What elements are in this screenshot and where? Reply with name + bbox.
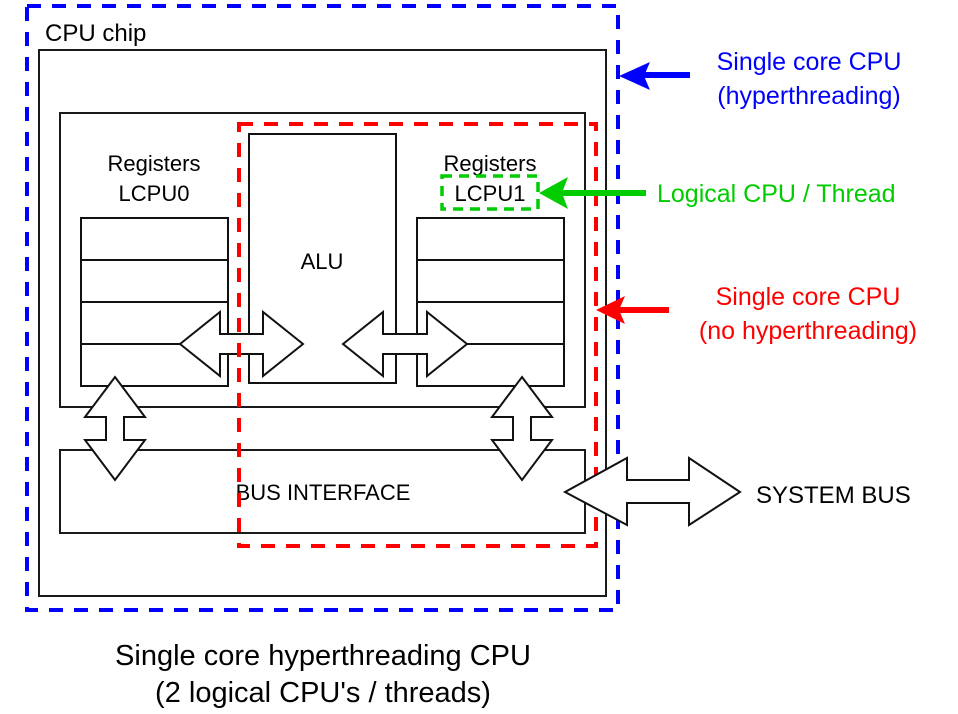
- reg0-alu-arrow: [178, 309, 305, 379]
- caption-line1: Single core hyperthreading CPU: [115, 640, 531, 672]
- system-bus-label: SYSTEM BUS: [756, 482, 911, 509]
- bus-interface-label: BUS INTERFACE: [236, 480, 411, 505]
- reg0-bus-arrow: [83, 375, 147, 482]
- lcpu0-label: LCPU0: [119, 181, 190, 206]
- alu-label: ALU: [301, 249, 344, 274]
- logical-cpu-annotation: Logical CPU / Thread: [657, 180, 896, 208]
- no-hyperthreading-annotation-line1: Single core CPU: [716, 283, 901, 311]
- hyperthreading-pointer-arrow: [619, 62, 690, 90]
- lcpu1-label: LCPU1: [455, 181, 526, 206]
- alu-reg1-arrow: [341, 309, 469, 379]
- hyperthreading-annotation-line1: Single core CPU: [717, 48, 902, 76]
- no-hyperthreading-pointer-arrow: [596, 296, 669, 324]
- bus-interface-box: [59, 449, 586, 534]
- core-box: [59, 112, 586, 408]
- cpu-chip-label: CPU chip: [45, 20, 146, 47]
- cpu-chip-box: [38, 49, 607, 597]
- hyperthreading-core-boundary: [25, 4, 620, 612]
- system-bus-arrow: [562, 456, 742, 527]
- registers-lcpu0-label: Registers: [108, 151, 201, 176]
- logical-cpu-pointer-arrow: [539, 177, 646, 209]
- no-hyperthreading-core-boundary: [237, 122, 598, 548]
- caption-line2: (2 logical CPU's / threads): [155, 677, 491, 709]
- logical-cpu-highlight: [440, 174, 540, 211]
- registers-lcpu1-label: Registers: [444, 151, 537, 176]
- no-hyperthreading-annotation-line2: (no hyperthreading): [699, 317, 917, 345]
- hyperthreading-annotation-line2: (hyperthreading): [717, 82, 900, 110]
- reg1-bus-arrow: [490, 375, 554, 482]
